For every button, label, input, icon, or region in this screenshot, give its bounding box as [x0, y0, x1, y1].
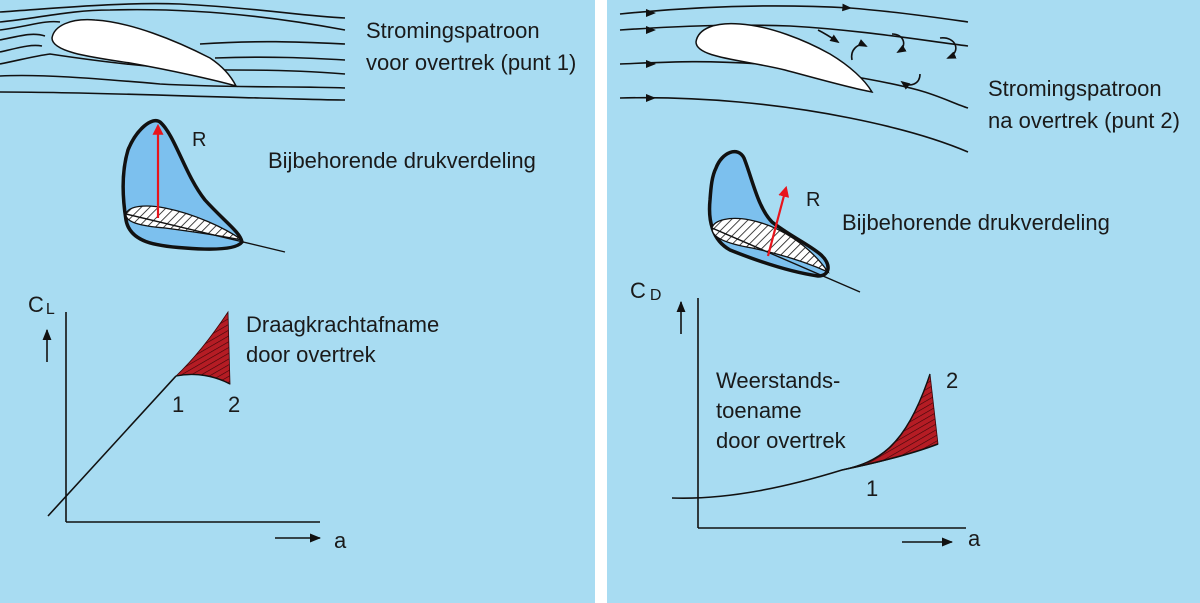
right-panel-background	[607, 0, 1200, 603]
left-stalled-curve	[175, 373, 231, 385]
left-loss-caption-line2: door overtrek	[246, 342, 377, 367]
right-streamlines	[619, 3, 969, 153]
left-lift-curve	[47, 375, 177, 517]
panel-divider	[595, 0, 607, 603]
right-gain-caption-line1: Weerstands-	[716, 368, 840, 393]
right-gain-caption-line3: door overtrek	[716, 428, 847, 453]
right-flow-caption-line2: na overtrek (punt 2)	[988, 108, 1180, 133]
right-point-2-label: 2	[946, 368, 958, 393]
right-drag-curve	[671, 443, 939, 499]
right-graph-y-label-sub: D	[650, 287, 662, 304]
right-flow-caption-line1: Stromingspatroon	[988, 76, 1162, 101]
left-panel-background	[0, 0, 595, 603]
left-point-2-label: 2	[228, 392, 240, 417]
left-airfoil	[51, 18, 238, 88]
left-graph-y-label-sub: L	[46, 301, 55, 318]
left-loss-caption-line1: Draagkrachtafname	[246, 312, 439, 337]
right-resultant-arrow	[766, 185, 790, 257]
right-stalled-curve	[841, 373, 931, 471]
right-airfoil	[695, 22, 874, 94]
right-point-1-label: 1	[866, 476, 878, 501]
right-force-label: R	[806, 189, 820, 211]
right-graph-x-label: a	[968, 526, 981, 551]
right-chord-line	[711, 227, 861, 293]
left-flow-caption-line2: voor overtrek (punt 1)	[366, 50, 576, 75]
left-flow-caption-line1: Stromingspatroon	[366, 18, 540, 43]
right-gain-caption-line2: toename	[716, 398, 802, 423]
left-pressure-caption: Bijbehorende drukverdeling	[268, 148, 536, 173]
right-pressure-caption: Bijbehorende drukverdeling	[842, 210, 1110, 235]
left-graph-x-label: a	[334, 528, 347, 553]
left-force-label: R	[192, 129, 206, 151]
right-turbulence-eddies	[817, 29, 957, 90]
left-chord-line	[125, 213, 286, 253]
left-point-1-label: 1	[172, 392, 184, 417]
left-pressure-airfoil	[125, 205, 243, 241]
right-streamline-arrows	[646, 9, 656, 102]
